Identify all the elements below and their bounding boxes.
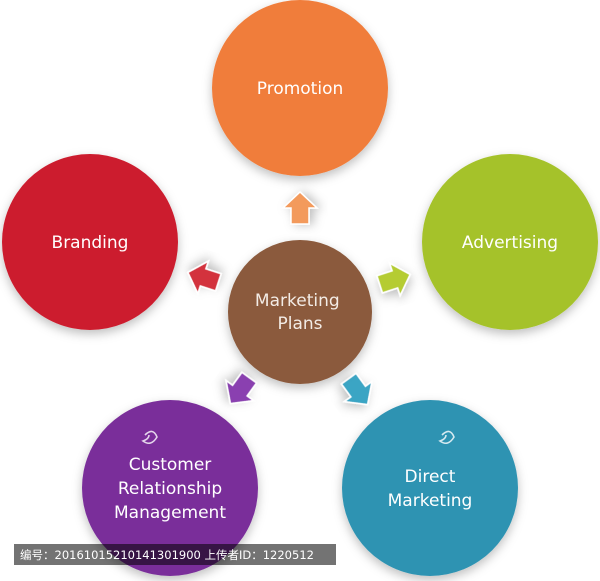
arrow-to-promotion — [281, 190, 319, 225]
label-advertising: Advertising — [462, 233, 558, 253]
node-advertising: Advertising — [422, 154, 598, 330]
label-customer-relationship-management-line-1: Customer — [129, 455, 212, 475]
center-label: Marketing Plans — [255, 291, 345, 334]
circle-branding — [2, 154, 178, 330]
label-promotion-line-1: Promotion — [257, 79, 344, 99]
center-label-line-2: Plans — [277, 314, 322, 334]
center-label-line-1: Marketing — [255, 291, 340, 311]
label-branding: Branding — [52, 233, 129, 253]
circle-advertising — [422, 154, 598, 330]
arrow-to-advertising — [375, 261, 412, 298]
circle-customer-relationship-management — [82, 400, 258, 576]
label-customer-relationship-management-line-3: Management — [114, 503, 226, 523]
watermark-swirl-icon-left — [141, 430, 158, 445]
center-node-marketing-plans: Marketing Plans — [228, 240, 372, 384]
node-promotion: Promotion — [212, 0, 388, 176]
watermark-bar: 编号：20161015210141301900 上传者ID：1220512 — [14, 544, 336, 565]
label-promotion: Promotion — [257, 79, 344, 99]
label-customer-relationship-management-line-2: Relationship — [118, 479, 222, 499]
label-advertising-line-1: Advertising — [462, 233, 558, 253]
watermark-swirl-icon-right — [438, 430, 455, 445]
arrow-to-branding — [186, 259, 223, 296]
arrow-to-direct-marketing — [340, 372, 374, 406]
watermark-text: 编号：20161015210141301900 上传者ID：1220512 — [20, 548, 314, 562]
arrow-to-customer-relationship-management — [224, 371, 258, 405]
label-branding-line-1: Branding — [52, 233, 129, 253]
node-branding: Branding — [2, 154, 178, 330]
label-direct-marketing-line-2: Marketing — [388, 491, 473, 511]
circle-promotion — [212, 0, 388, 176]
circle-direct-marketing — [342, 400, 518, 576]
label-direct-marketing-line-1: Direct — [405, 467, 456, 487]
